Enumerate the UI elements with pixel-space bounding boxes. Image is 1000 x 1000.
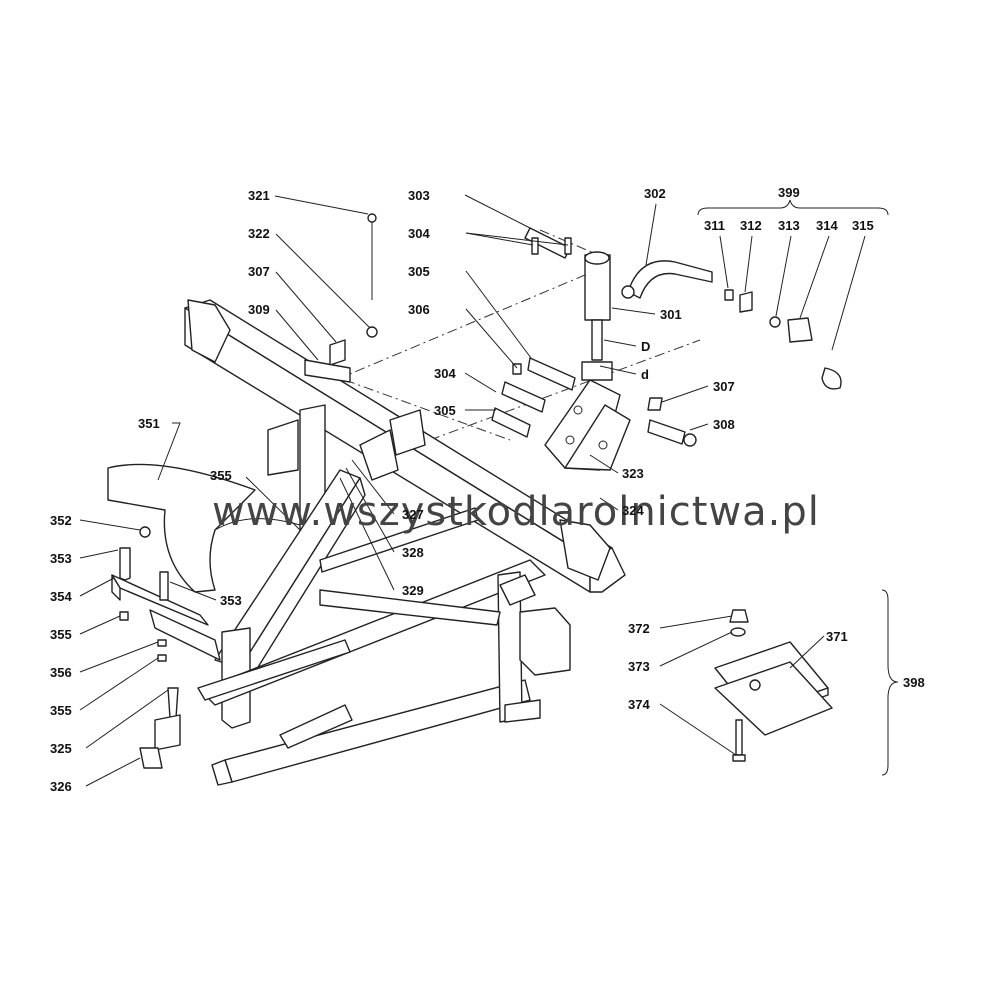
hydraulic-cylinder <box>581 251 613 381</box>
label-D: D <box>641 339 650 354</box>
label-351: 351 <box>138 416 160 431</box>
label-398: 398 <box>903 675 925 690</box>
label-307-right: 307 <box>713 379 735 394</box>
label-321: 321 <box>248 188 270 203</box>
connector-set <box>724 289 842 390</box>
leader-lines <box>79 194 866 787</box>
label-312: 312 <box>740 218 762 233</box>
label-305: 305 <box>408 264 430 279</box>
label-371: 371 <box>826 629 848 644</box>
lanyard-and-pins <box>304 213 378 383</box>
label-354: 354 <box>50 589 72 604</box>
bracket-plates <box>544 379 631 471</box>
label-d: d <box>641 367 649 382</box>
label-313: 313 <box>778 218 800 233</box>
main-frame <box>184 299 626 786</box>
label-326: 326 <box>50 779 72 794</box>
label-356: 356 <box>50 665 72 680</box>
label-323: 323 <box>622 466 644 481</box>
label-355-top: 355 <box>210 468 232 483</box>
label-302: 302 <box>644 186 666 201</box>
plate-assembly <box>714 609 833 762</box>
part-labels: 321 322 307 309 303 304 305 306 304 305 … <box>50 185 925 794</box>
label-325: 325 <box>50 741 72 756</box>
label-307: 307 <box>248 264 270 279</box>
label-355-low: 355 <box>50 703 72 718</box>
pin-308 <box>647 397 697 447</box>
label-353: 353 <box>50 551 72 566</box>
label-327: 327 <box>402 507 424 522</box>
label-306: 306 <box>408 302 430 317</box>
group-braces <box>697 199 899 776</box>
label-311: 311 <box>704 218 725 233</box>
label-315: 315 <box>852 218 874 233</box>
label-308: 308 <box>713 417 735 432</box>
label-301: 301 <box>660 307 682 322</box>
label-399: 399 <box>778 185 800 200</box>
label-352: 352 <box>50 513 72 528</box>
label-305-lower: 305 <box>434 403 456 418</box>
label-314: 314 <box>816 218 838 233</box>
label-303: 303 <box>408 188 430 203</box>
label-373: 373 <box>628 659 650 674</box>
pins-and-links <box>491 227 576 438</box>
label-322: 322 <box>248 226 270 241</box>
label-353-right: 353 <box>220 593 242 608</box>
watermark-text: www.wszystkodlarolnictwa.pl <box>212 489 820 535</box>
label-309: 309 <box>248 302 270 317</box>
label-374: 374 <box>628 697 650 712</box>
label-329: 329 <box>402 583 424 598</box>
hydraulic-hose <box>621 260 713 299</box>
label-355-mid: 355 <box>50 627 72 642</box>
label-328: 328 <box>402 545 424 560</box>
left-hardware <box>119 526 181 769</box>
label-304-lower: 304 <box>434 366 456 381</box>
label-304: 304 <box>408 226 430 241</box>
label-372: 372 <box>628 621 650 636</box>
label-324: 324 <box>622 503 644 518</box>
